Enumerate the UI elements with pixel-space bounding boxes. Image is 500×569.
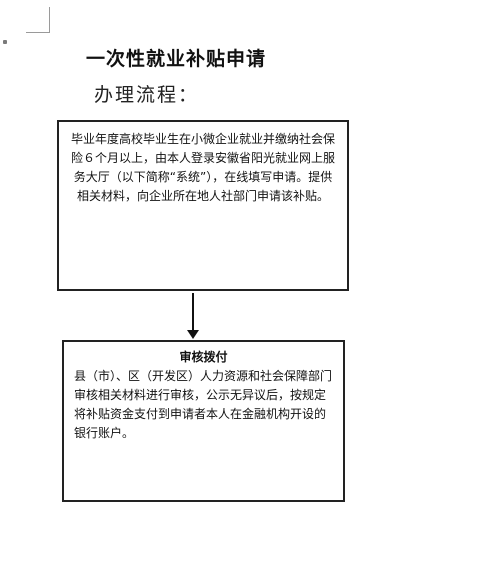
- page-corner-mark-vertical: [49, 7, 50, 33]
- flow-step-1-text: 毕业年度高校毕业生在小微企业就业并缴纳社会保险６个月以上，由本人登录安徽省阳光就…: [70, 132, 335, 203]
- flow-arrow-line: [192, 293, 194, 331]
- document-title: 一次性就业补贴申请: [86, 48, 267, 70]
- page-corner-mark-horizontal: [26, 32, 50, 33]
- flow-step-1-box: 毕业年度高校毕业生在小微企业就业并缴纳社会保险６个月以上，由本人登录安徽省阳光就…: [57, 120, 349, 291]
- margin-marker: [3, 40, 7, 44]
- section-heading: 办理流程：: [94, 84, 200, 106]
- flow-step-2-box: 审核拨付 县（市）、区（开发区）人力资源和社会保障部门审核相关材料进行审核，公示…: [62, 340, 345, 502]
- flow-step-2-title: 审核拨付: [179, 350, 228, 364]
- flow-arrow-down-icon: [187, 330, 199, 339]
- flow-step-2-text: 县（市）、区（开发区）人力资源和社会保障部门审核相关材料进行审核，公示无异议后，…: [74, 369, 333, 440]
